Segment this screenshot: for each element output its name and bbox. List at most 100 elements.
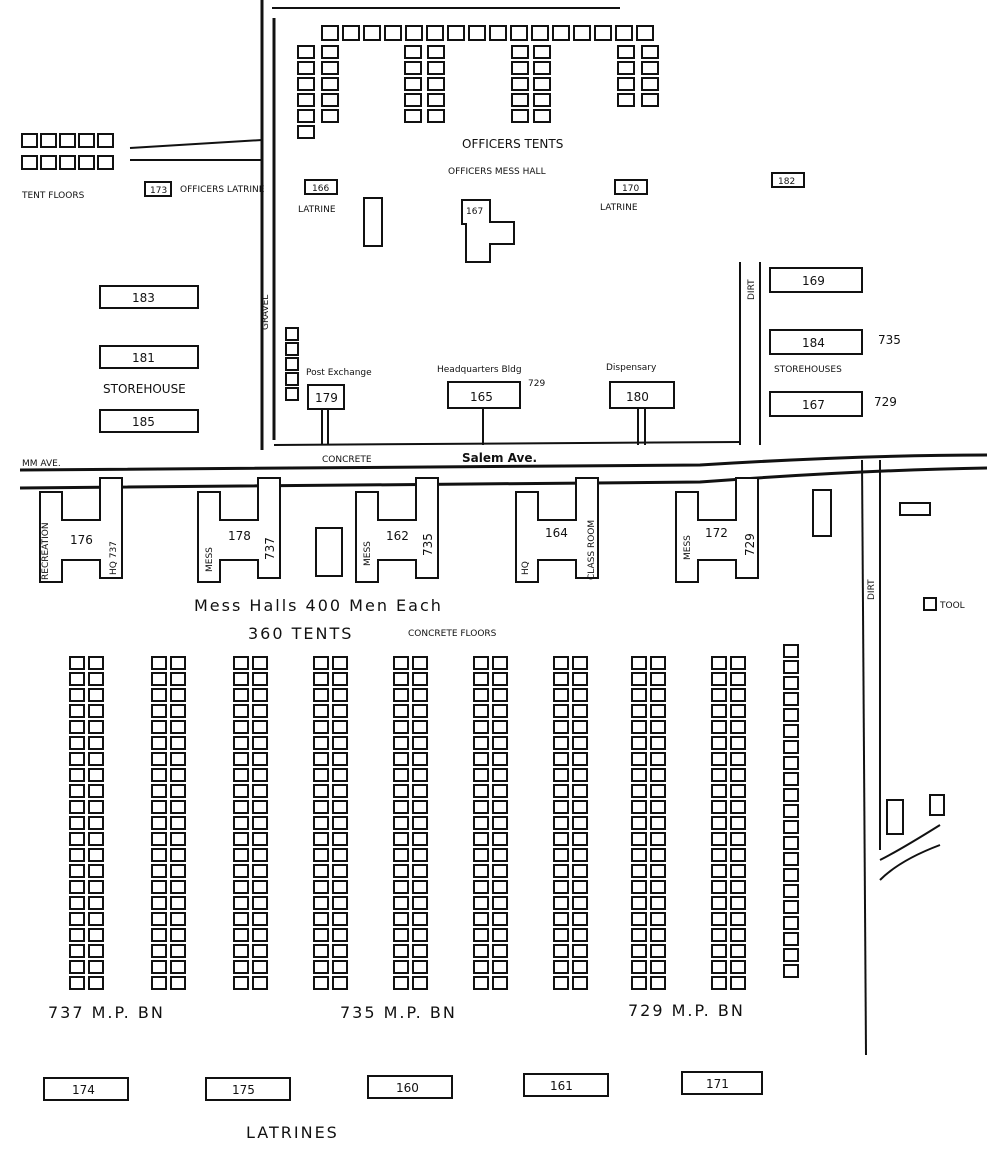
enlisted-tent [88,704,104,718]
officer-tent [533,61,551,75]
enlisted-tent [650,832,666,846]
enlisted-tent [170,720,186,734]
building-165 [447,381,521,409]
enlisted-tent [631,800,647,814]
enlisted-tent [332,704,348,718]
enlisted-tent [88,816,104,830]
post-exchange-tent [285,387,299,401]
enlisted-tent [252,880,268,894]
enlisted-tent [553,768,569,782]
tent-floors-label: TENT FLOORS [21,191,85,201]
enlisted-tent [151,928,167,942]
officer-tent [615,25,633,41]
enlisted-tent [88,736,104,750]
enlisted-tent [332,832,348,846]
enlisted-tent [553,880,569,894]
unit-729-mess: 729 [743,533,757,556]
enlisted-tent [170,928,186,942]
enlisted-tent [412,752,428,766]
tool-label: TOOL [939,601,965,611]
enlisted-tent [572,752,588,766]
officer-tent [426,25,444,41]
enlisted-tent [631,672,647,686]
enlisted-tent [473,688,489,702]
dirt-road-spur-2 [879,844,941,881]
building-173-number: 173 [150,186,167,196]
post-exchange-label: Post Exchange [306,368,372,378]
enlisted-tent [332,944,348,958]
enlisted-tent [170,912,186,926]
building-172-number: 172 [705,526,728,540]
enlisted-tent [711,736,727,750]
enlisted-tent [492,768,508,782]
enlisted-tent [170,944,186,958]
enlisted-tent [170,864,186,878]
enlisted-tent [631,896,647,910]
officer-tent [297,61,315,75]
enlisted-tent [492,816,508,830]
officer-tent [427,77,445,91]
officer-tent [297,109,315,123]
officer-tent [321,45,339,59]
enlisted-tent [473,768,489,782]
building-167-number: 167 [466,207,483,217]
enlisted-tent [711,896,727,910]
officer-tent [468,25,486,41]
enlisted-tent-columns [69,644,799,990]
enlisted-tent [631,784,647,798]
enlisted-tent [473,672,489,686]
enlisted-tent [233,704,249,718]
building-165-number: 165 [470,390,493,404]
enlisted-tent [170,800,186,814]
enlisted-tent [252,848,268,862]
officer-tent [594,25,612,41]
enlisted-tent [412,960,428,974]
enlisted-tent [69,784,85,798]
enlisted-tent [313,784,329,798]
unit-729-hq: 729 [528,379,545,389]
officer-tent [427,61,445,75]
mess-annex [315,527,343,577]
enlisted-tent [151,720,167,734]
enlisted-tent [783,804,799,818]
battalion-729-label: 729 M.P. BN [628,1001,745,1020]
officers-mess-hall-label: OFFICERS MESS HALL [448,167,546,177]
enlisted-tent [69,768,85,782]
enlisted-tent [650,848,666,862]
tool-shed [923,597,937,611]
enlisted-tent [332,896,348,910]
enlisted-tent [473,944,489,958]
enlisted-tent [631,736,647,750]
enlisted-tent [572,784,588,798]
tent-floor [40,133,57,148]
enlisted-tent [553,752,569,766]
enlisted-tent [650,816,666,830]
enlisted-tent [631,928,647,942]
officer-tent [511,93,529,107]
enlisted-tent [233,832,249,846]
enlisted-tent [492,928,508,942]
enlisted-tent [711,704,727,718]
enlisted-tent [88,656,104,670]
latrine-row: 174 175 160 161 171 [43,1071,763,1101]
enlisted-tent [572,656,588,670]
building-178-number: 178 [228,529,251,543]
mess-hall-building [675,477,759,583]
latrine-175-number: 175 [232,1083,255,1097]
enlisted-tent [393,928,409,942]
enlisted-tent [473,864,489,878]
enlisted-tent [730,848,746,862]
enlisted-tent [631,848,647,862]
enlisted-tent [151,960,167,974]
small-building-east [812,489,832,537]
enlisted-tent [412,816,428,830]
enlisted-tent [252,800,268,814]
enlisted-tent [412,896,428,910]
officer-tent [636,25,654,41]
avenue-edge-bottom [19,466,987,490]
enlisted-tent [252,784,268,798]
building-179 [307,384,345,410]
enlisted-tent [151,912,167,926]
enlisted-tent [473,784,489,798]
enlisted-tent [473,720,489,734]
